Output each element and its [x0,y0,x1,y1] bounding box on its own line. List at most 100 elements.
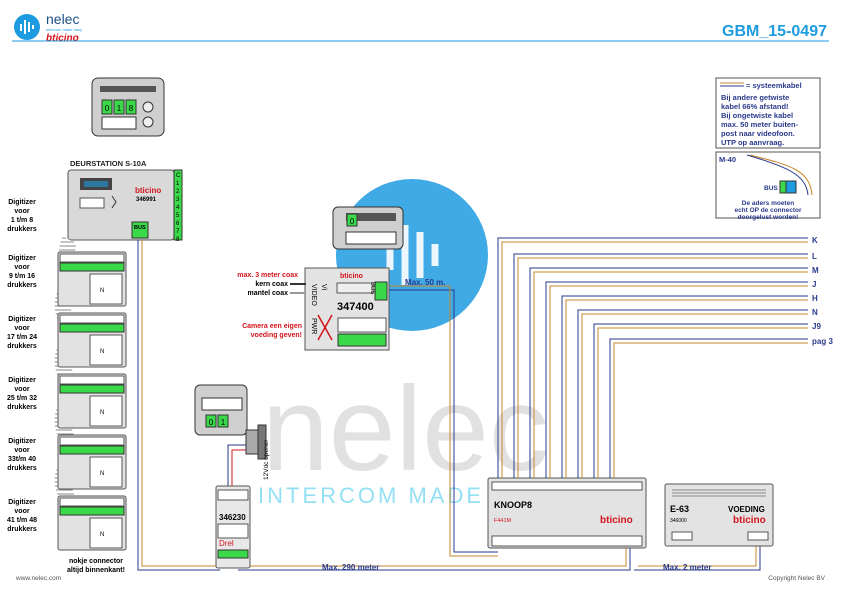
terminal-label: C [176,173,181,179]
m40-bus-label: BUS [764,185,778,192]
video-module-pwr: PWR [310,318,317,334]
psu-voeding: VOEDING [728,505,765,514]
footer-left: www.nelec.com [15,575,61,582]
digitizer-label: Digitizer [8,438,36,445]
screw-icon [142,116,154,128]
video-module-bus: BUS [369,282,375,294]
digitizer-label: 41 t/m 48 [7,517,37,524]
legend-box: = systeemkabel Bij andere getwiste kabel… [715,77,821,149]
door-station: DEURSTATION S-10A bticino 346991 C 1 2 3… [67,159,183,243]
connector-note: nokje connector [69,558,123,565]
module-n: N [100,471,104,477]
digitizer-label: 33t/m 40 [8,456,36,463]
digitizer-label: Digitizer [8,316,36,323]
cable-max-290: Max. 290 meter [322,563,379,572]
module-n: N [100,410,104,416]
floor-label: J9 [812,322,821,331]
floor-label: L [812,252,817,261]
digitizer-label: voor [14,386,29,393]
callmod-extra: Drel [219,539,234,548]
psu-e63: E-63 VOEDING 346000 bticino [664,483,774,547]
video-note-red: Camera een eigen [242,323,302,330]
legend-title: = systeemkabel [746,81,802,90]
video-module: bticino VIDEO Vi PWR 347400 BUS max. 3 m… [237,267,445,351]
knoop8-sub: F441M [494,518,512,524]
digitizer-label: drukkers [7,526,37,533]
terminal-label: 2 [176,189,180,195]
floor-label: pag 3 [812,337,833,346]
callmod-346230: 346230 Drel [215,485,251,569]
m40-note: echt OP de connector [734,207,802,214]
video-module-video: VIDEO [310,284,317,306]
bticino-logo: bticino [46,33,79,44]
terminal-label: 8 [176,237,180,243]
terminal-label: 1 [176,181,180,187]
digitizer-label: voor [14,325,29,332]
digitizer-label: Digitizer [8,377,36,384]
video-module-dial: 0 [332,206,404,250]
cable-max-2: Max. 2 meter [663,563,711,572]
dial-digit-text: 1 [117,104,122,113]
watermark-big: nelec [262,362,549,496]
psu-sub: 346000 [670,518,687,524]
dial-digit-text: 0 [209,418,214,427]
module-n: N [100,349,104,355]
legend-line: UTP op aanvraag. [721,138,784,147]
digitizer-label: Digitizer [8,499,36,506]
doc-id: GBM_15-0497 [722,23,827,40]
knoop8-title: KNOOP8 [494,500,532,510]
floor-label: H [812,294,818,303]
digitizer-label: Digitizer [8,199,36,206]
module-n: N [100,532,104,538]
digitizer-label: voor [14,208,29,215]
dial-digit [113,99,125,115]
callmod-model: 346230 [219,513,246,522]
terminal-label: 5 [176,213,180,219]
legend-line: post naar videofoon. [721,129,795,138]
legend-line: Bij ongetwiste kabel [721,111,793,120]
digitizer-label: 25 t/m 32 [7,395,37,402]
video-module-brand: bticino [340,273,363,280]
digitizer-label: drukkers [7,226,37,233]
digitizer-label: drukkers [7,465,37,472]
knoop8-brand: bticino [600,515,633,526]
door-station-brand: bticino [135,186,161,195]
knoop8: KNOOP8 F441M bticino [487,477,647,549]
header: nelec intercom made easy bticino GBM_15-… [12,11,829,44]
callmod-dial: 0 1 [194,384,248,436]
brand-name: nelec [46,11,79,27]
terminal-label: 4 [176,205,180,211]
digitizer-label: drukkers [7,404,37,411]
digitizer-label: voor [14,447,29,454]
floor-label: K [812,236,818,245]
bus-cables [137,240,761,571]
digitizer-label: drukkers [7,343,37,350]
floor-label: M [812,266,819,275]
dial-digit [125,99,137,115]
screw-icon [142,101,154,113]
digitizer-label: 17 t/m 24 [7,334,37,341]
video-module-vi: Vi [320,284,327,291]
terminal-label: 3 [176,197,180,203]
dial-digit-text: 0 [350,217,355,226]
door-station-title: DEURSTATION S-10A [70,159,147,168]
m40-note: doorgelust worden! [738,214,799,221]
legend-line: Bij andere getwiste [721,93,789,102]
nelec-logo-icon [14,14,40,40]
m40-note: De aders moeten [742,200,794,207]
video-max-label: Max. 50 m. [405,278,445,287]
psu-title: E-63 [670,504,689,514]
legend-line: kabel 66% afstand! [721,102,789,111]
connector-note: altijd binnenkant! [67,567,125,574]
dial-digit [101,99,113,115]
door-station-model: 346991 [136,197,157,203]
video-note-black: kern coax [255,281,288,288]
m40-label: M-40 [719,155,736,164]
floor-label: J [812,280,816,289]
terminal-label: 7 [176,229,180,235]
psu-brand: bticino [733,515,766,526]
footer-right: Copyright Nelec BV [768,575,825,582]
wave-logo-icon [386,225,439,285]
dial-digit-text: 1 [221,418,226,427]
